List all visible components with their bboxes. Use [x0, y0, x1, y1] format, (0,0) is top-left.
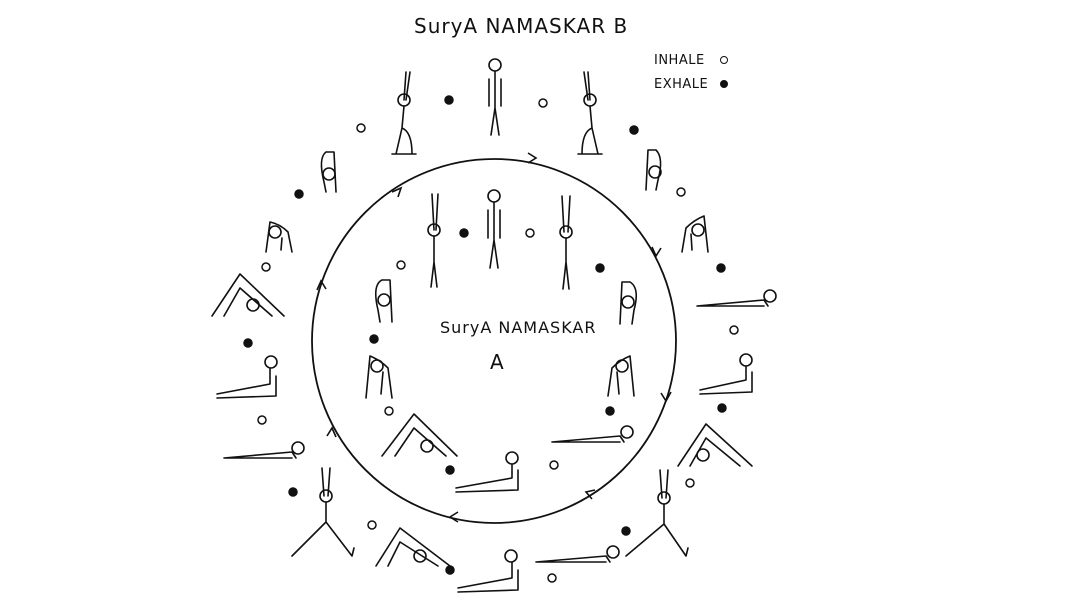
title-surya-namaskar-a: SuryA NAMASKAR — [440, 318, 597, 337]
pose-updog-right-b — [699, 353, 753, 395]
arrow-right-upper — [651, 246, 662, 258]
arrow-top-left — [391, 186, 403, 198]
pose-arms-up-right-a — [559, 195, 573, 290]
arrow-left-upper — [316, 279, 327, 291]
arrow-bottom-right — [584, 489, 596, 500]
pose-plank-a — [551, 425, 634, 443]
pose-warrior-left-b — [291, 467, 355, 557]
pose-half-lift-right-b — [681, 215, 709, 253]
pose-updog-left-b — [216, 355, 278, 399]
open-circle-icon — [720, 56, 728, 64]
pose-standing-a — [487, 189, 501, 269]
legend-inhale-label: INHALE — [654, 52, 705, 68]
breath-legend: INHALE EXHALE — [654, 48, 728, 96]
title-surya-namaskar-b: SuryA NAMASKAR B — [414, 14, 629, 38]
pose-half-lift-left-a — [365, 355, 393, 399]
legend-exhale: EXHALE — [654, 72, 728, 96]
flow-circle — [311, 158, 677, 524]
pose-chair-left-b — [391, 71, 417, 155]
pose-forward-fold-right-a — [619, 281, 638, 325]
pose-updog-a — [455, 451, 519, 493]
pose-downdog-right-b — [677, 423, 753, 467]
pose-plank-right-b — [696, 289, 777, 307]
pose-downdog-a — [381, 413, 458, 457]
pose-arms-up-left-a — [427, 193, 441, 288]
pose-plank-bottom-b — [535, 545, 620, 563]
pose-downdog-left-b — [211, 273, 285, 317]
pose-forward-fold-right-b — [645, 149, 662, 191]
pose-plank-left-b — [223, 441, 305, 459]
pose-forward-fold-left-b — [320, 151, 337, 193]
pose-forward-fold-left-a — [374, 279, 393, 323]
pose-downdog-bottom-b — [375, 527, 451, 567]
pose-standing-b — [488, 58, 502, 136]
pose-half-lift-right-a — [607, 355, 635, 397]
arrow-bottom — [448, 511, 459, 523]
arrow-top — [527, 152, 538, 164]
pose-half-lift-left-b — [265, 221, 293, 253]
pose-updog-bottom-b — [457, 549, 519, 593]
title-a-letter: A — [490, 350, 504, 374]
filled-circle-icon — [720, 80, 728, 88]
breath-dots — [243, 95, 739, 583]
legend-inhale: INHALE — [654, 48, 728, 72]
pose-warrior-right-b — [625, 469, 689, 557]
arrow-left-lower — [326, 426, 337, 438]
legend-exhale-label: EXHALE — [654, 76, 709, 92]
arrow-right-lower — [660, 391, 672, 403]
pose-chair-right-b — [577, 71, 603, 155]
flow-arrows — [316, 152, 672, 523]
